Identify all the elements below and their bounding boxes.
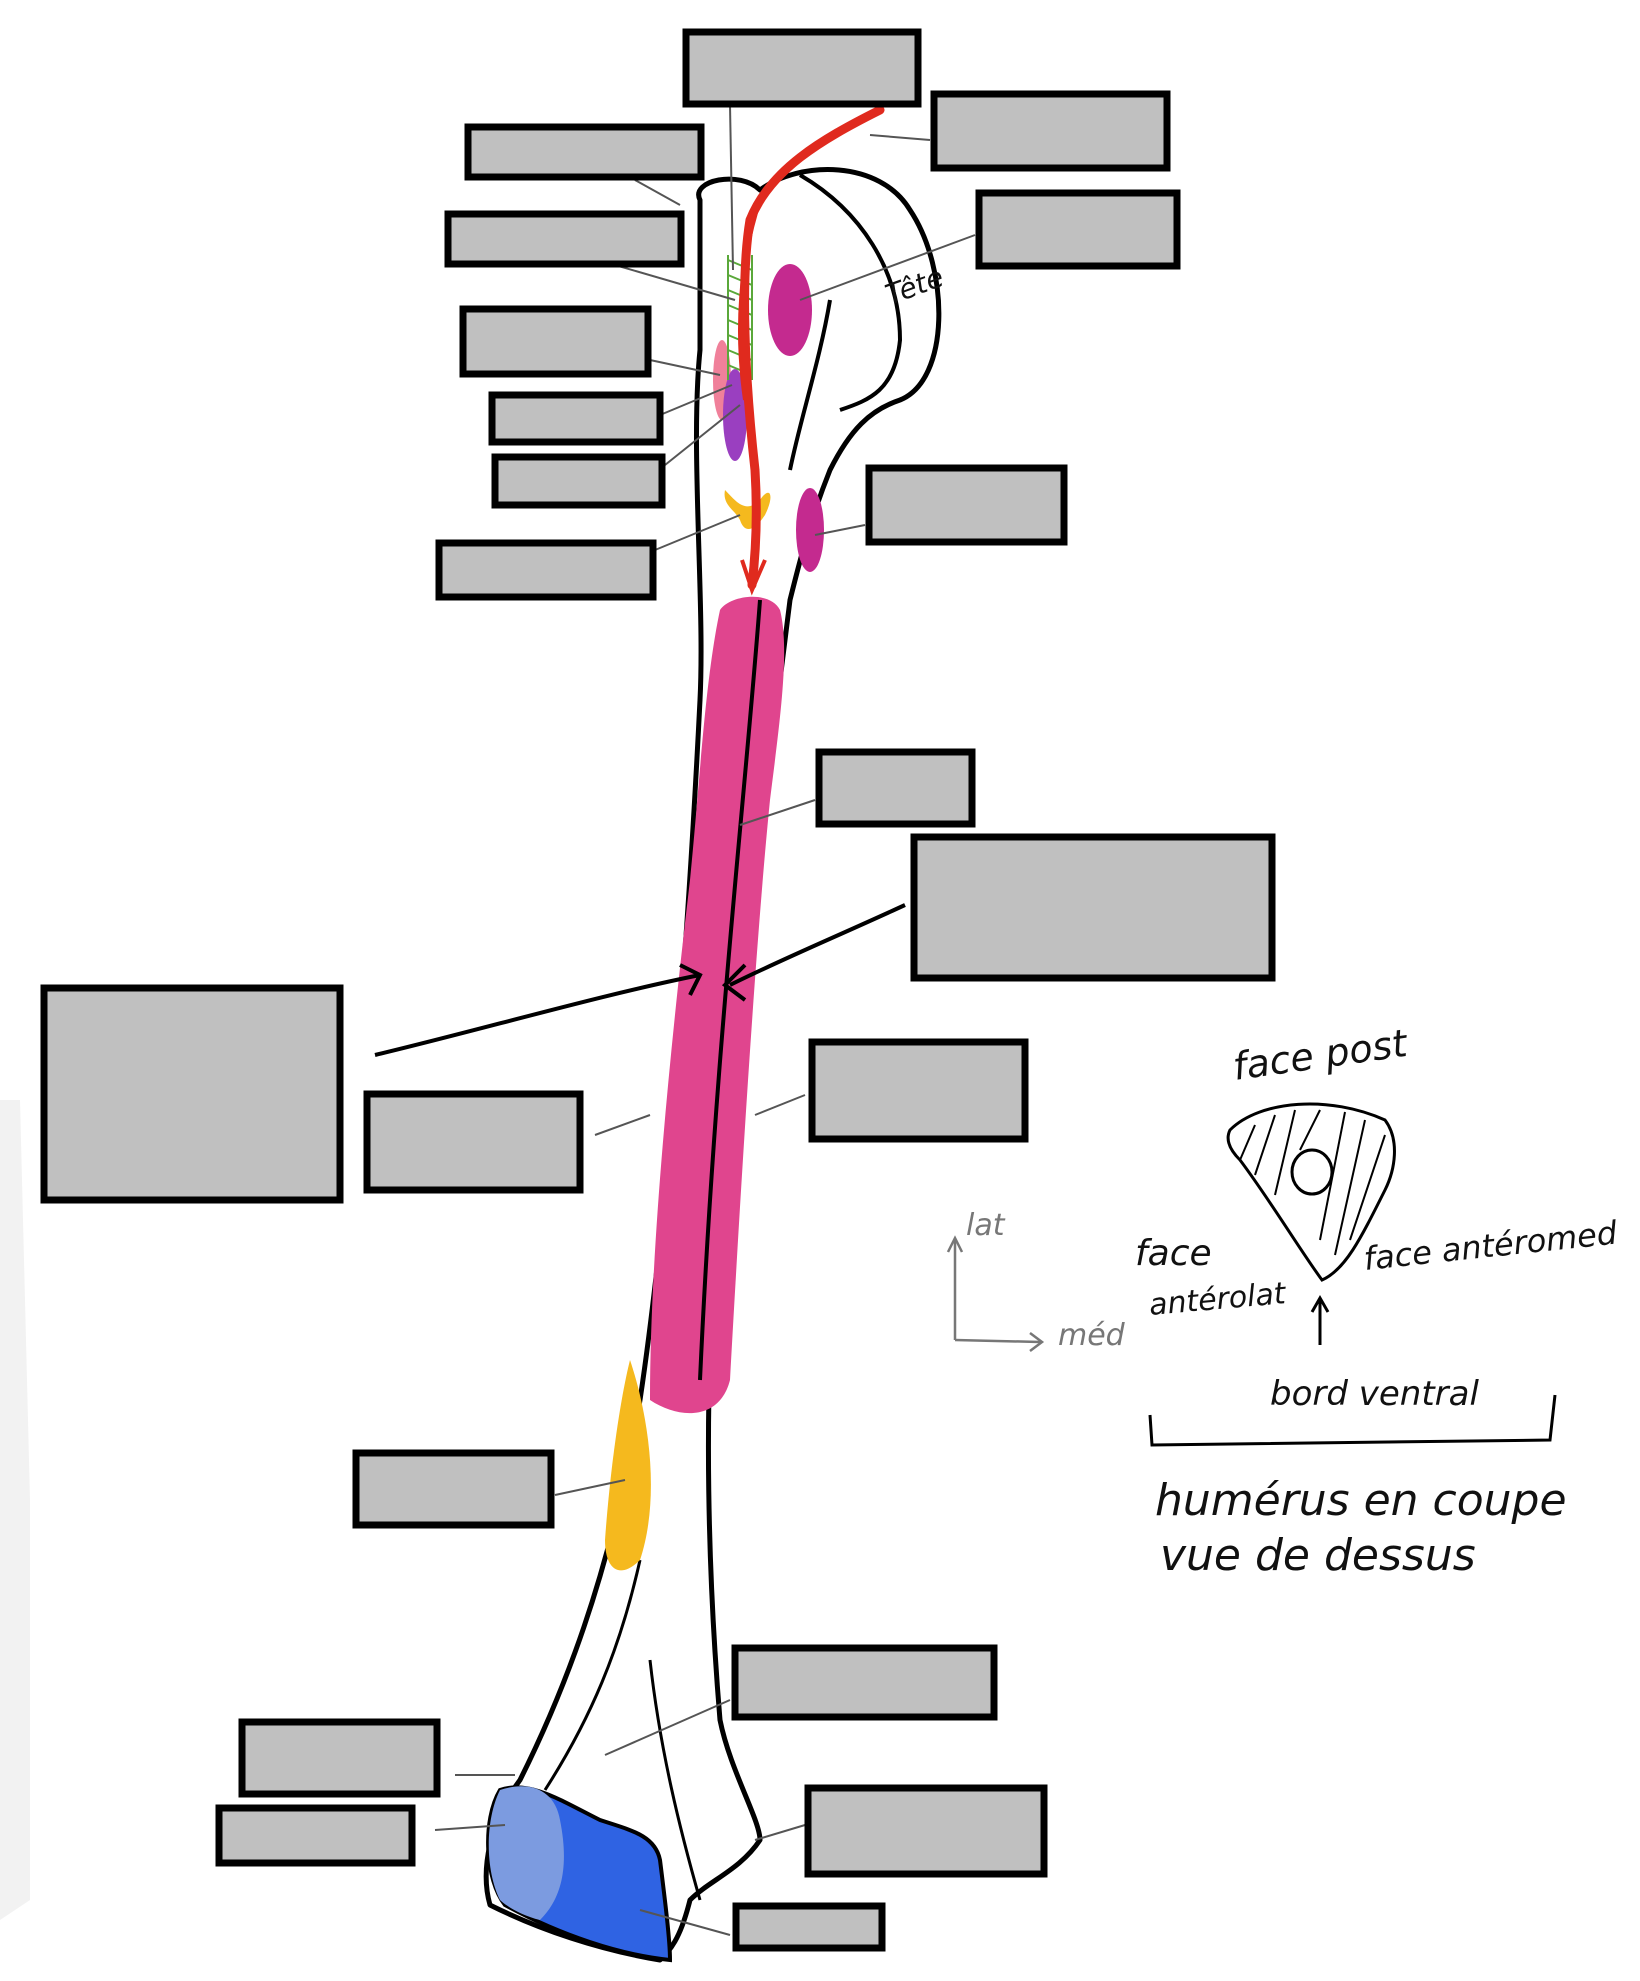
- label-boxes: [40, 28, 1276, 1952]
- label-box-15[interactable]: [808, 1038, 1029, 1143]
- background-smudge: [0, 1100, 30, 1920]
- label-face-antlat-2: antérolat: [1148, 1276, 1289, 1323]
- shaft-edge-arrows: [374, 903, 906, 1057]
- purple-insertion-mid: [796, 488, 824, 572]
- label-box-20[interactable]: [804, 1784, 1048, 1878]
- purple-insertion-2: [723, 369, 747, 461]
- label-box-12[interactable]: [910, 833, 1276, 982]
- muscle-band-magenta: [650, 596, 785, 1414]
- label-box-19[interactable]: [215, 1804, 416, 1867]
- label-box-4[interactable]: [444, 210, 685, 268]
- neck-contour: [788, 299, 832, 471]
- red-artery-branch: [738, 199, 762, 401]
- cross-section-outline: [1226, 1102, 1396, 1282]
- cross-section-sketch: face post face antérolat face antéromed …: [1135, 1021, 1619, 1581]
- axis-label-horizontal: méd: [1058, 1318, 1126, 1353]
- red-artery: [740, 105, 885, 590]
- shaft-inner-line: [543, 1559, 642, 1791]
- red-arrow-head: [740, 559, 767, 596]
- orientation-axes: lat méd: [946, 1208, 1126, 1353]
- label-box-7[interactable]: [488, 391, 664, 446]
- label-box-2[interactable]: [464, 123, 705, 181]
- label-box-1[interactable]: [682, 28, 922, 108]
- condyle-light-blue: [488, 1786, 564, 1920]
- caption-line-1: humérus en coupe: [1155, 1475, 1567, 1526]
- caption-bracket: [1148, 1394, 1557, 1447]
- label-box-5[interactable]: [975, 189, 1181, 270]
- label-box-6[interactable]: [459, 305, 652, 378]
- label-bord-ventral: bord ventral: [1270, 1374, 1479, 1414]
- label-box-17[interactable]: [731, 1644, 998, 1721]
- label-box-9[interactable]: [435, 539, 657, 601]
- label-box-14[interactable]: [363, 1090, 584, 1194]
- axis-label-vertical: lat: [966, 1208, 1006, 1243]
- medullary-cavity: [1290, 1148, 1334, 1196]
- purple-insertion-head: [768, 264, 812, 356]
- label-box-13[interactable]: [40, 984, 344, 1204]
- label-face-antmed: face antéromed: [1362, 1214, 1620, 1278]
- cross-section-hatch: [1239, 1109, 1386, 1256]
- label-box-11[interactable]: [815, 748, 976, 828]
- label-face-antlat: face: [1135, 1233, 1212, 1274]
- label-box-8[interactable]: [491, 453, 666, 509]
- yellow-insertion-lower: [605, 1360, 651, 1571]
- label-box-10[interactable]: [865, 464, 1068, 546]
- label-box-21[interactable]: [732, 1902, 886, 1952]
- leader-lines: [434, 104, 976, 1936]
- label-face-post: face post: [1230, 1021, 1412, 1089]
- shaft-central-line: [698, 599, 762, 1381]
- label-box-3[interactable]: [930, 90, 1171, 172]
- humeral-head-contour: [798, 173, 903, 412]
- label-box-18[interactable]: [238, 1718, 441, 1798]
- label-box-16[interactable]: [352, 1449, 555, 1529]
- caption-line-2: vue de dessus: [1160, 1530, 1476, 1581]
- trochlea-line: [648, 1659, 702, 1901]
